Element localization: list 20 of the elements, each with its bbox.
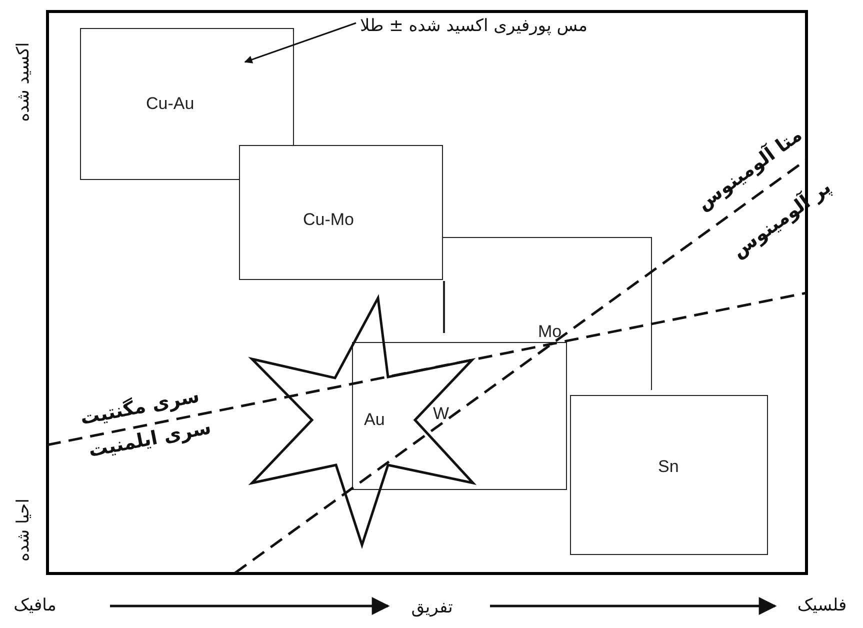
metal-label: Mo <box>538 323 562 340</box>
field-box <box>239 145 443 280</box>
metal-label: Cu-Mo <box>303 211 354 228</box>
field-box <box>443 237 652 390</box>
metal-label: Cu-Au <box>146 95 194 112</box>
field-box <box>80 28 294 180</box>
axis-label: احیا شده <box>13 498 34 562</box>
axis-label: اکسید شده <box>13 42 34 122</box>
callout-text: مس پورفیری اکسید شده ± طلا <box>360 16 588 38</box>
star-shape <box>248 294 477 550</box>
metal-label: Au <box>364 411 385 428</box>
axis-label: فلسیک <box>797 595 847 617</box>
zone-label: سری مگنتیت <box>78 384 202 430</box>
axis-label: مافیک <box>14 595 56 617</box>
metal-label: W <box>433 405 450 422</box>
field-box <box>352 342 567 490</box>
leader-arrow <box>244 22 356 64</box>
field-box <box>570 395 768 555</box>
metal-label: Sn <box>658 458 679 475</box>
axis-label: تفریق <box>411 597 453 619</box>
